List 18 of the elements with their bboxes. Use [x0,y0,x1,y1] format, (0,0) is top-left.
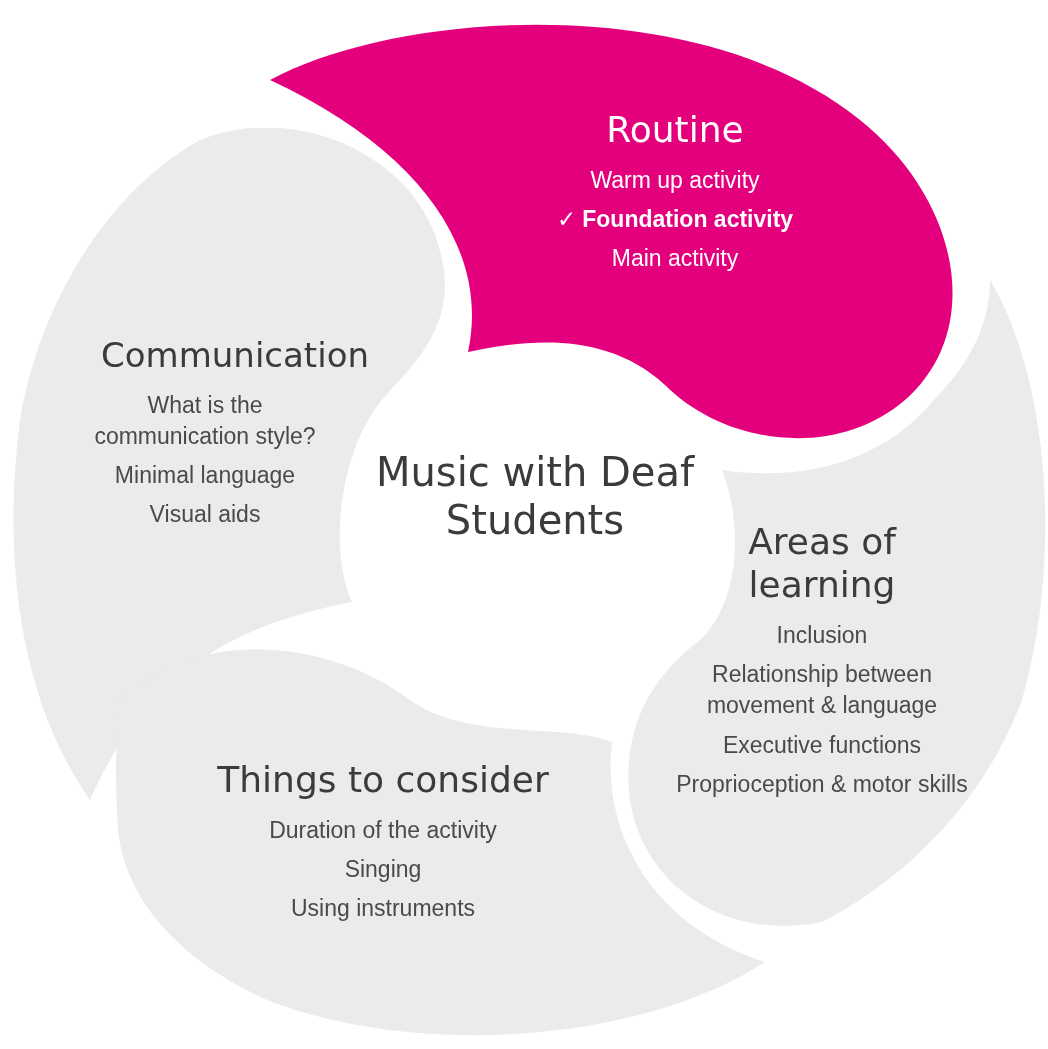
heading: Areas of learning [747,520,898,607]
heading: Music with Deaf Students [374,448,696,544]
heading: Communication [100,335,370,376]
list-item: Minimal language [114,460,296,490]
list-item: ✓ Foundation activity [556,205,794,235]
list-item: Executive functions [722,730,922,760]
list-item: What is the communication style? [93,390,317,451]
list-item: Proprioception & motor skills [676,769,968,799]
list-item: Using instruments [290,894,476,924]
list-item: Duration of the activity [269,816,497,846]
list-item: Main activity [611,244,739,274]
heading: Routine [605,108,745,152]
list-item: Relationship between movement & language [705,660,939,721]
list-item: Inclusion [776,621,868,651]
list-item: Visual aids [149,499,261,529]
list-item: Warm up activity [590,166,760,196]
heading: Things to consider [216,758,550,802]
list-item: Singing [344,855,422,885]
